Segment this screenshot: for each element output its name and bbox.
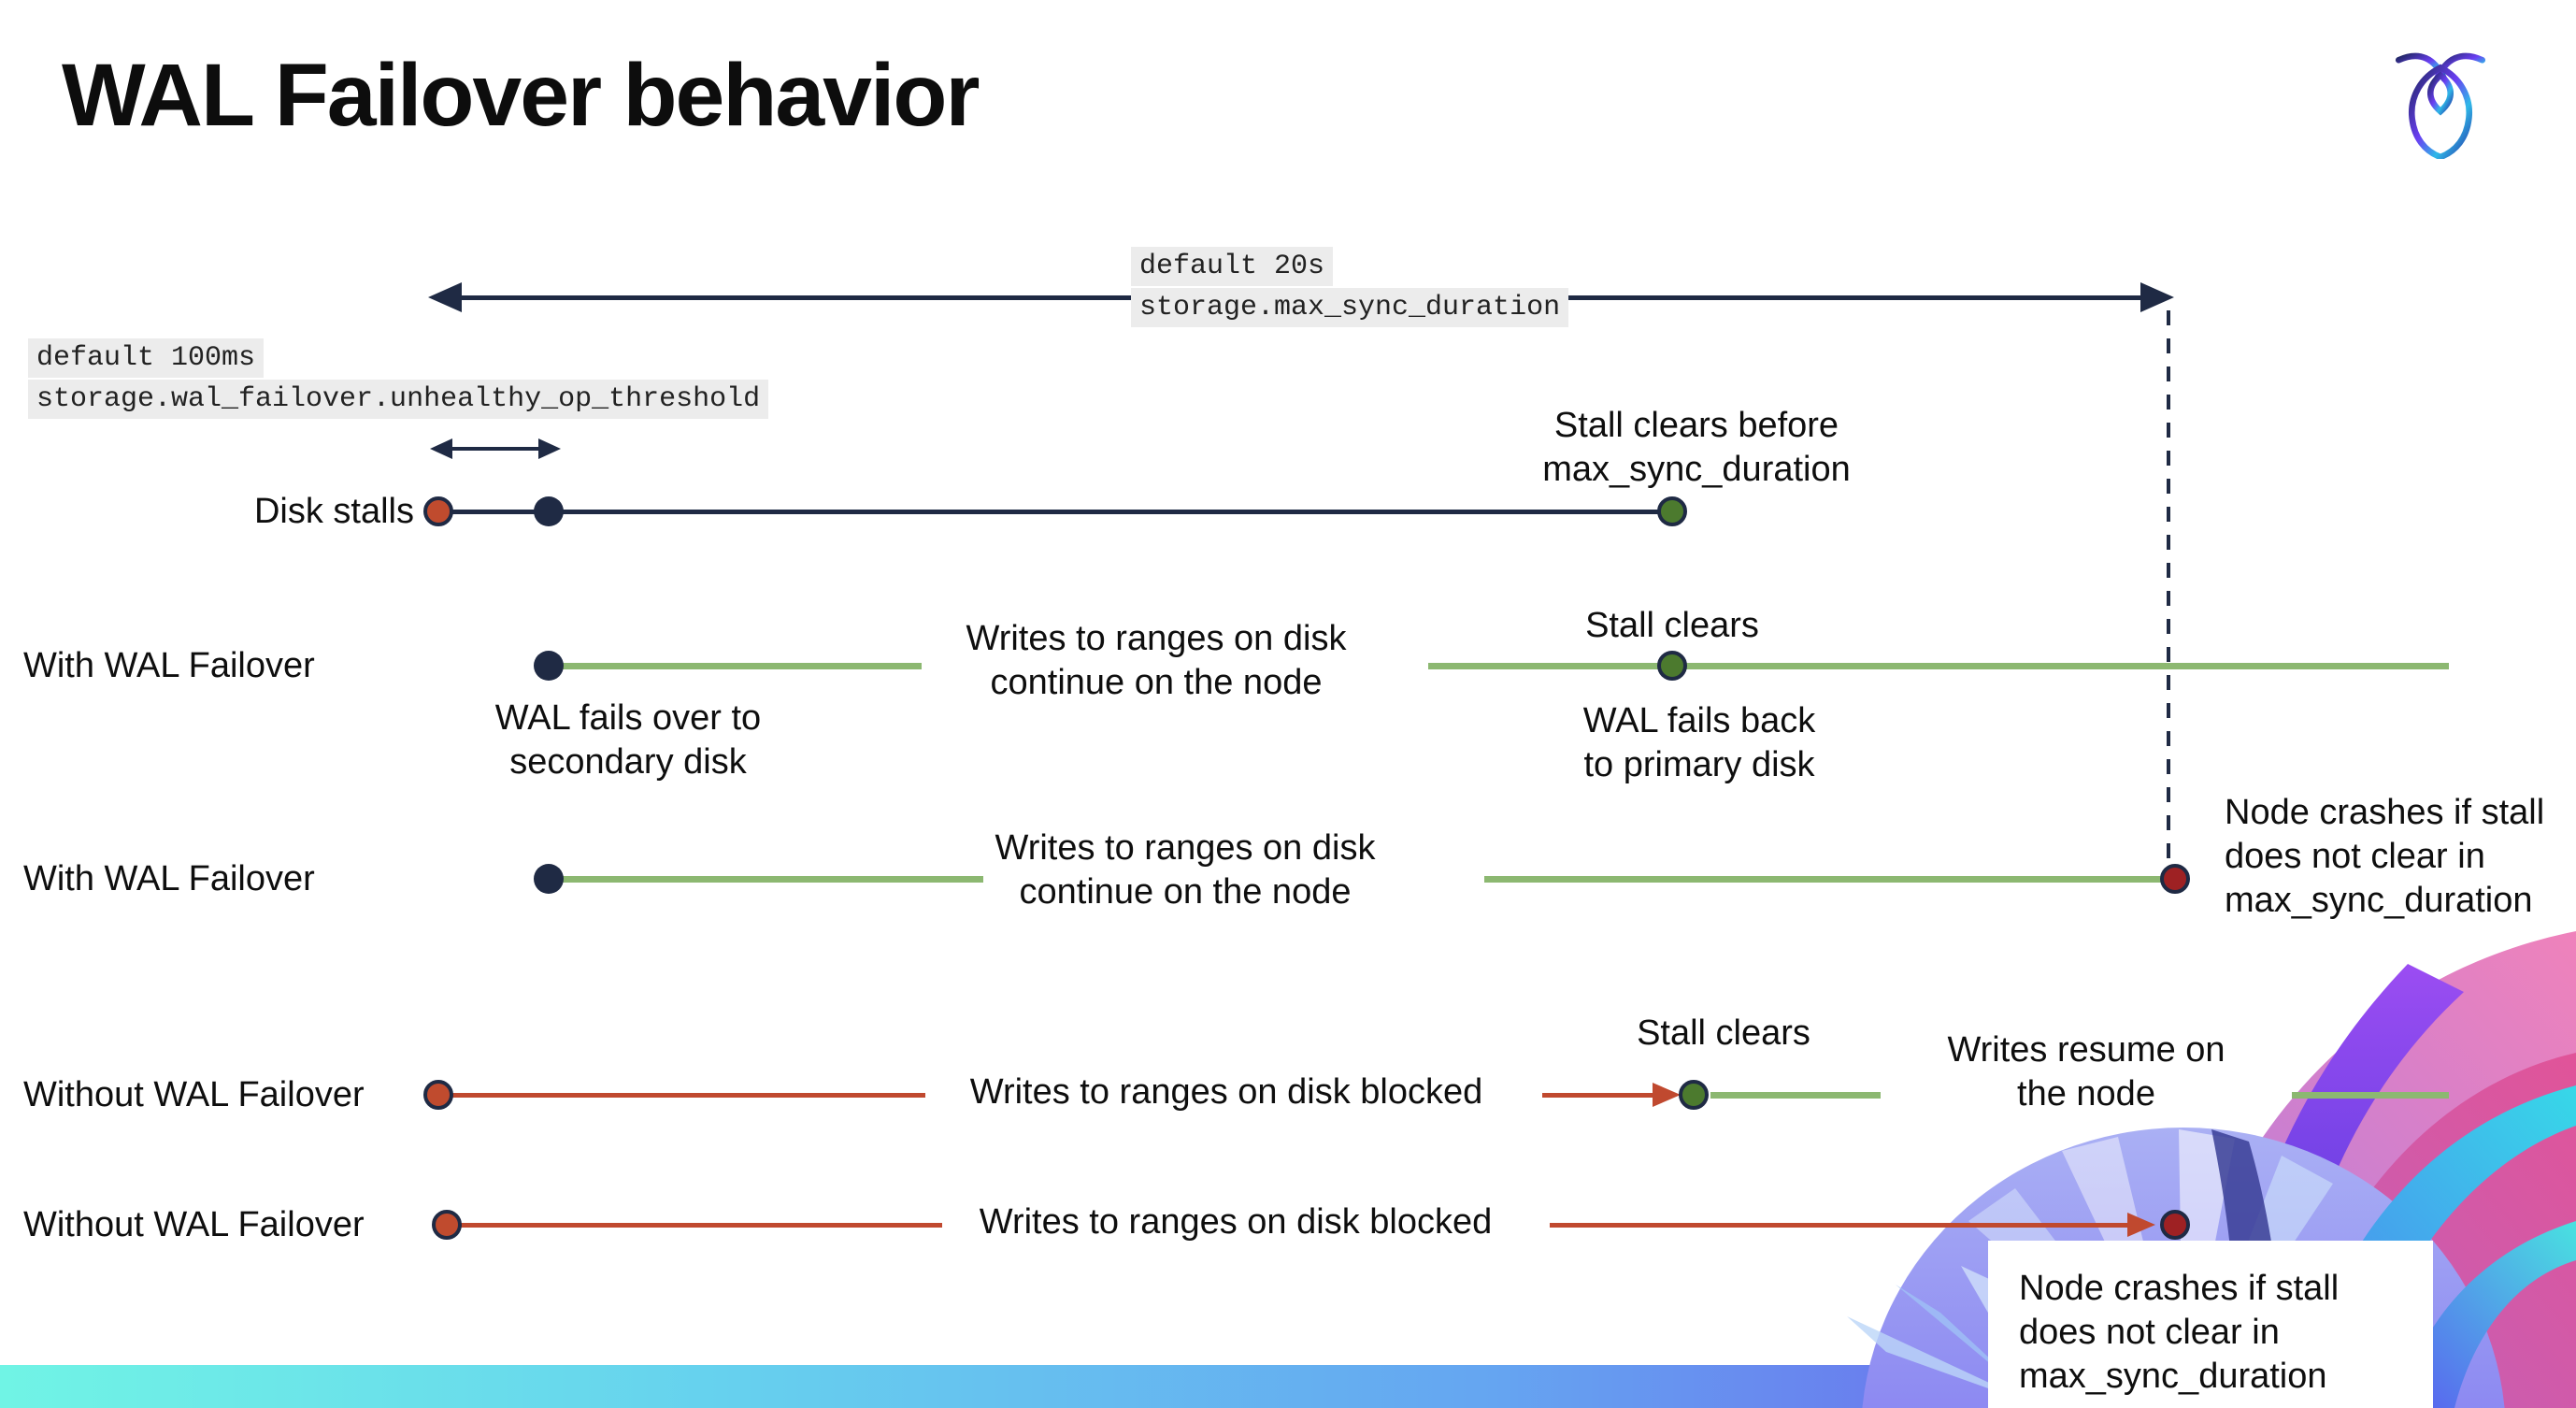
row-label-disk-stalls: Disk stalls	[253, 492, 414, 531]
writes-resume-line-1	[1710, 1092, 1881, 1099]
writes-continue-line-2	[1428, 663, 2449, 669]
fails-back-annotation: WAL fails back to primary disk	[1582, 701, 1816, 784]
writes-continue-line-1	[561, 663, 922, 669]
small-arrowhead-left-icon	[430, 438, 452, 459]
unhealthy-op-span-line	[451, 447, 540, 451]
writes-blocked-arrow-line-1	[1542, 1093, 1656, 1098]
row-label-with-wal-failover-2: With WAL Failover	[23, 859, 315, 898]
disk-stall-start-dot	[423, 496, 453, 526]
page-title: WAL Failover behavior	[62, 46, 980, 145]
writes-resume-line-2	[2292, 1092, 2449, 1099]
disk-stall-timeline	[439, 510, 1673, 514]
writes-resume-annotation: Writes resume on the node	[1947, 1030, 2225, 1113]
max-sync-deadline-dashed-line	[2167, 310, 2170, 868]
max-sync-setting-label: storage.max_sync_duration	[1131, 288, 1569, 327]
node-crashes-annotation-2: Node crashes if stall does not clear in …	[2019, 1269, 2340, 1396]
red-arrowhead-icon-1	[1653, 1083, 1681, 1107]
cockroachdb-logo-icon	[2395, 52, 2486, 159]
red-arrowhead-icon-2	[2127, 1213, 2155, 1237]
wal-failover-dot	[534, 651, 564, 681]
stall-clears-dot-3	[1679, 1080, 1709, 1110]
node-crash-dot-2	[2160, 1210, 2190, 1240]
disk-stall-start-dot-2	[423, 1080, 453, 1110]
wal-failover-dot-2	[534, 864, 564, 894]
node-crashes-annotation-1: Node crashes if stall does not clear in …	[2225, 793, 2545, 920]
disk-stall-start-dot-3	[432, 1210, 462, 1240]
stall-clears-dot	[1657, 496, 1687, 526]
writes-blocked-annotation-2: Writes to ranges on disk blocked	[979, 1202, 1493, 1242]
arrowhead-left-icon	[428, 282, 462, 312]
arrowhead-right-icon	[2140, 282, 2174, 312]
stall-clears-annotation-1: Stall clears	[1585, 606, 1759, 645]
unhealthy-op-default-label: default 100ms	[28, 338, 265, 378]
unhealthy-op-setting-label: storage.wal_failover.unhealthy_op_thresh…	[28, 380, 769, 419]
writes-blocked-arrow-line-2	[1550, 1223, 2129, 1228]
max-sync-default-label: default 20s	[1131, 247, 1334, 286]
node-crashes-callout-box: Node crashes if stall does not clear in …	[1988, 1241, 2433, 1408]
writes-continue-line-4	[1484, 876, 2161, 883]
stall-clears-dot-2	[1657, 651, 1687, 681]
writes-blocked-line-2	[460, 1223, 942, 1228]
small-arrowhead-right-icon	[538, 438, 561, 459]
row-label-without-wal-failover-1: Without WAL Failover	[23, 1075, 365, 1114]
stall-clears-annotation-2: Stall clears	[1637, 1013, 1810, 1053]
writes-blocked-line-1	[451, 1093, 925, 1098]
row-label-without-wal-failover-2: Without WAL Failover	[23, 1205, 365, 1244]
stall-clears-before-annotation: Stall clears before max_sync_duration	[1542, 406, 1851, 489]
writes-blocked-annotation-1: Writes to ranges on disk blocked	[969, 1072, 1483, 1112]
writes-continue-annotation-1: Writes to ranges on disk continue on the…	[966, 619, 1347, 702]
row-label-with-wal-failover-1: With WAL Failover	[23, 646, 315, 685]
writes-continue-line-3	[561, 876, 983, 883]
fails-over-annotation: WAL fails over to secondary disk	[494, 698, 762, 782]
failover-threshold-dot	[534, 496, 564, 526]
writes-continue-annotation-2: Writes to ranges on disk continue on the…	[995, 828, 1376, 912]
node-crash-dot-1	[2160, 864, 2190, 894]
